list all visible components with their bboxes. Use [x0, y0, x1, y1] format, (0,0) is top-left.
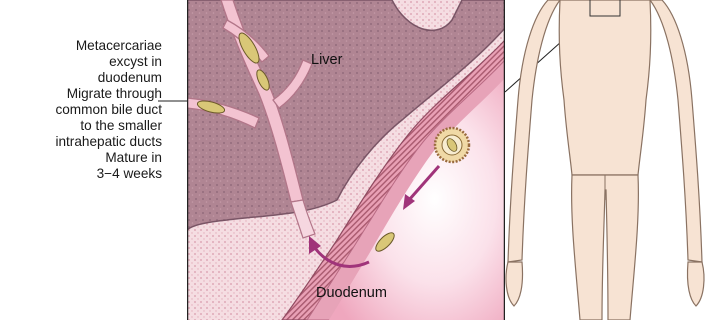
caption-line: excyst in — [0, 54, 162, 70]
liver-label: Liver — [311, 52, 342, 68]
human-body-figure — [500, 0, 710, 320]
caption-line: Mature in — [0, 150, 162, 166]
life-cycle-caption: Metacercariae excyst in duodenum Migrate… — [0, 38, 162, 182]
caption-line: intrahepatic ducts — [0, 134, 162, 150]
caption-line: common bile duct — [0, 102, 162, 118]
caption-line: duodenum — [0, 70, 162, 86]
caption-line: Migrate through — [0, 86, 162, 102]
caption-line: 3−4 weeks — [0, 166, 162, 182]
caption-line: to the smaller — [0, 118, 162, 134]
body-outline — [506, 0, 704, 320]
magnified-panel — [187, 0, 505, 320]
duodenum-label: Duodenum — [316, 285, 387, 301]
caption-line: Metacercariae — [0, 38, 162, 54]
